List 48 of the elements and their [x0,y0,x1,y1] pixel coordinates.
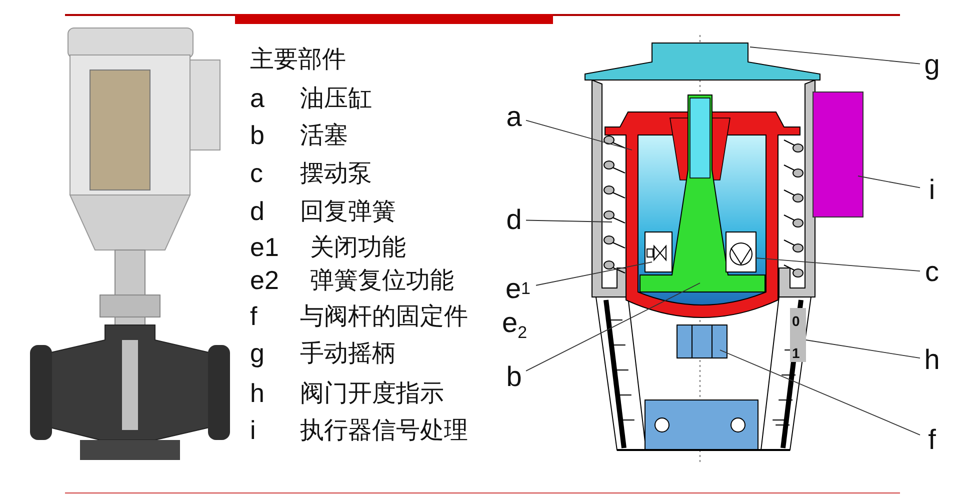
part-letter: i [250,415,256,445]
leader-line [526,120,632,150]
part-letter: a [250,83,264,113]
signal-module [812,92,864,218]
part-letter: b [250,120,264,150]
part-name: 阀门开度指示 [300,378,444,408]
callout-letter: e$_{2}$ [502,308,528,338]
leader-line [806,340,920,359]
part-letter: d [250,196,264,226]
part-name: 摆动泵 [300,158,372,188]
part-name: 关闭功能 [310,232,406,262]
callout-letter: a [502,102,526,132]
shutoff-valve-symbol [644,232,672,272]
callout-letter: b [502,362,526,392]
part-name: 活塞 [300,120,348,150]
list-heading: 主要部件 [250,44,346,74]
scale-number: 1 [792,344,800,363]
position-scale [790,308,806,362]
part-name: 弹簧复位功能 [310,265,454,295]
leader-line [858,176,920,188]
leader-line [756,258,920,272]
pump-symbol [726,232,756,272]
part-name: 油压缸 [300,83,372,113]
callout-letter: h [920,345,944,375]
part-name: 与阀杆的固定件 [300,301,468,331]
scale-number: 0 [792,312,800,331]
part-name: 手动摇柄 [300,338,396,368]
stem-coupling [676,324,728,358]
part-name: 执行器信号处理 [300,415,468,445]
callout-letter: d [502,205,526,235]
callout-letter: i [920,175,944,205]
part-letter: g [250,338,264,368]
leader-line [526,282,700,372]
housing-wall [592,79,816,298]
part-letter: e2 [250,265,279,295]
part-letter: f [250,301,258,331]
leader-line [720,350,920,436]
leader-line [750,46,920,64]
hand-crank [584,42,820,80]
leader-line [526,220,612,222]
callout-letter: g [920,50,944,80]
leader-line [536,262,652,286]
part-letter: c [250,158,263,188]
part-name: 回复弹簧 [300,196,396,226]
part-letter: h [250,378,264,408]
part-letter: e1 [250,232,279,262]
callout-letter: c [920,257,944,287]
callout-letter: f [920,425,944,455]
